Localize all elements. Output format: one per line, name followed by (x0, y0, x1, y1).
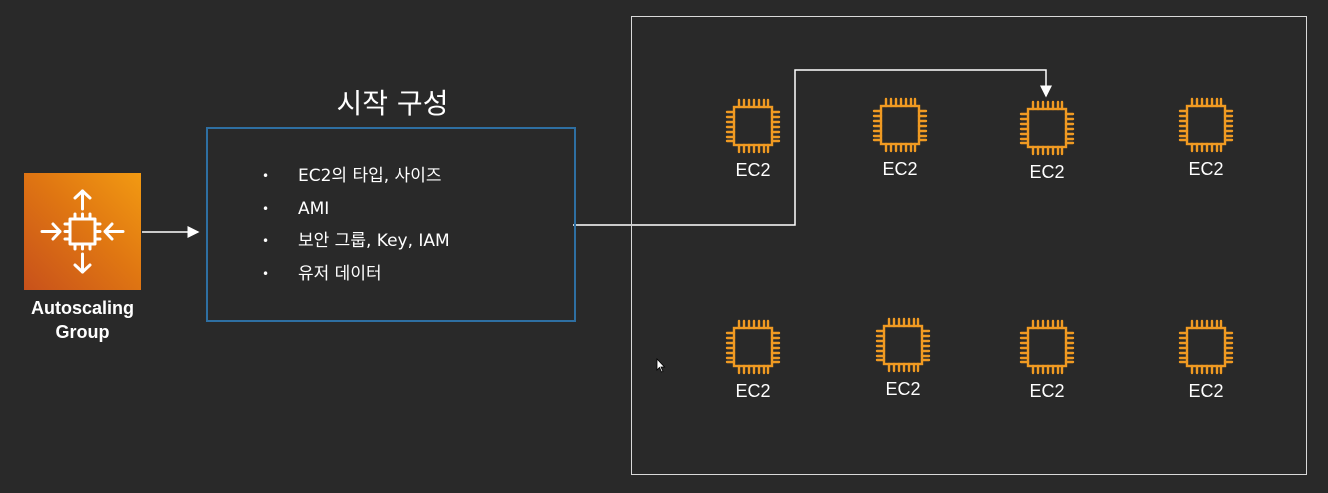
ec2-label: EC2 (885, 379, 921, 399)
ec2-instance: EC2 (1171, 316, 1241, 402)
launch-config-item-text: 유저 데이터 (298, 263, 382, 284)
bullet-icon: • (262, 201, 270, 216)
ec2-label: EC2 (1188, 159, 1224, 179)
bullet-icon: • (262, 234, 270, 248)
launch-config-list: • EC2의 타입, 사이즈 • AMI • 보안 그룹, Key, IAM • 유저 … (262, 160, 450, 290)
launch-config-item: • EC2의 타입, 사이즈 (262, 160, 450, 193)
mouse-pointer-icon (656, 358, 666, 373)
ec2-instance: EC2 (718, 316, 788, 402)
launch-config-box (206, 127, 576, 322)
ec2-instance: EC2 (1012, 97, 1082, 183)
instance-group-box (631, 16, 1307, 475)
launch-config-item-text: 보안 그룹, Key, IAM (298, 231, 450, 251)
launch-config-item-text: EC2의 타입, 사이즈 (298, 166, 442, 186)
launch-config-title: 시작 구성 (336, 87, 449, 120)
launch-config-item: • AMI (262, 193, 450, 226)
config-to-ec2-arrow (573, 69, 1052, 226)
ec2-instance: EC2 (1171, 94, 1241, 180)
bullet-icon: • (262, 266, 270, 281)
autoscaling-label-line1: Autoscaling (30, 298, 134, 318)
bullet-icon: • (262, 169, 270, 183)
ec2-label: EC2 (1029, 162, 1065, 182)
ec2-chip-icon (1019, 100, 1075, 156)
launch-config-item: • 유저 데이터 (262, 258, 450, 291)
autoscaling-group-icon (24, 173, 141, 290)
ec2-instance: EC2 (718, 95, 788, 181)
launch-config-item: • 보안 그룹, Key, IAM (262, 225, 450, 258)
ec2-chip-icon (1178, 319, 1234, 375)
ec2-chip-icon (725, 98, 781, 154)
autoscaling-group-label: Autoscaling Group (10, 296, 155, 344)
ec2-label: EC2 (1188, 381, 1224, 401)
ec2-chip-icon (1178, 97, 1234, 153)
ec2-chip-icon (725, 319, 781, 375)
launch-config-item-text: AMI (298, 198, 330, 219)
autoscaling-label-line2: Group (55, 322, 110, 342)
ec2-label: EC2 (735, 381, 771, 401)
ec2-chip-icon (872, 97, 928, 153)
ec2-label: EC2 (882, 159, 918, 179)
ec2-instance: EC2 (868, 314, 938, 400)
ec2-label: EC2 (1029, 381, 1065, 401)
ec2-instance: EC2 (1012, 316, 1082, 402)
ec2-chip-icon (1019, 319, 1075, 375)
ec2-instance: EC2 (865, 94, 935, 180)
ec2-label: EC2 (735, 160, 771, 180)
ec2-chip-icon (875, 317, 931, 373)
